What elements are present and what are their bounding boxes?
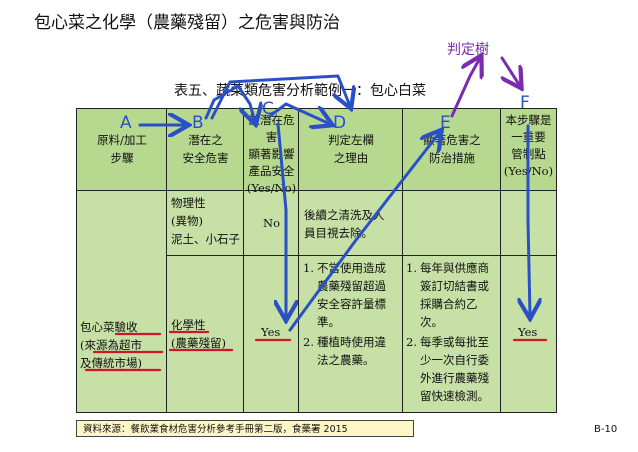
annotation-letter-c: C: [262, 99, 274, 119]
physical-reason-cell: 後續之清洗及人 員目視去除。: [304, 208, 385, 240]
annotation-letter-f: F: [520, 93, 530, 113]
measure-item-1: 1. 每年與供應商 簽訂切結書或 採購合約乙 次。: [406, 261, 489, 329]
annotation-letter-a: A: [120, 113, 132, 133]
page-number: B-10: [594, 424, 618, 435]
measure-item-2: 2. 每季或每批至 少一次自行委 外進行農藥殘 留快速檢測。: [406, 335, 489, 403]
header-ccp: 本步驟是 一重要 管制點 (Yes/No): [503, 113, 554, 178]
control-measure-list: 1. 每年與供應商 簽訂切結書或 採購合約乙 次。 2. 每季或每批至 少一次自…: [406, 259, 500, 405]
annotation-letter-b: B: [192, 113, 204, 133]
step-cell: 包心菜驗收 (來源為超市 及傳統市場): [80, 320, 142, 370]
ccp-value: Yes: [518, 325, 538, 339]
reason-item-2: 2. 種植時使用違 法之農藥。: [303, 335, 386, 367]
chemical-reason-list: 1. 不當使用造成 農藥殘留超過 安全容許量標 準。 2. 種植時使用違 法之農…: [303, 259, 402, 369]
annotation-letter-e: E: [440, 113, 451, 133]
chemical-significant-value: Yes: [261, 325, 281, 339]
reason-item-1: 1. 不當使用造成 農藥殘留超過 安全容許量標 準。: [303, 261, 386, 329]
chemical-hazard-cell: 化學性 (農藥殘留): [171, 318, 226, 350]
annotation-letter-d: D: [333, 113, 347, 133]
header-significance: 該潛在危害 顯著影響 產品安全 (Yes/No): [246, 113, 297, 195]
slide-title: 包心菜之化學（農藥殘留）之危害與防治: [34, 13, 340, 33]
table-caption: 表五、蔬菜類危害分析範例一：包心白菜: [174, 83, 426, 99]
header-potential-hazard: 潛在之 安全危害: [182, 133, 229, 165]
header-reason: 判定左欄 之理由: [328, 133, 374, 165]
physical-hazard-cell: 物理性 (異物) 泥土、小石子: [171, 196, 240, 246]
header-control-measures: 顯著危害之 防治措施: [423, 133, 481, 165]
physical-significant-value: No: [263, 216, 280, 230]
source-note: 資料來源：餐飲業食材危害分析參考手冊第二版，食藥署 2015: [76, 420, 414, 437]
decision-tree-label: 判定樹: [447, 42, 489, 58]
header-step: 原料/加工 步驟: [97, 133, 147, 165]
arrow-decision-tree-to-f: [502, 56, 520, 86]
